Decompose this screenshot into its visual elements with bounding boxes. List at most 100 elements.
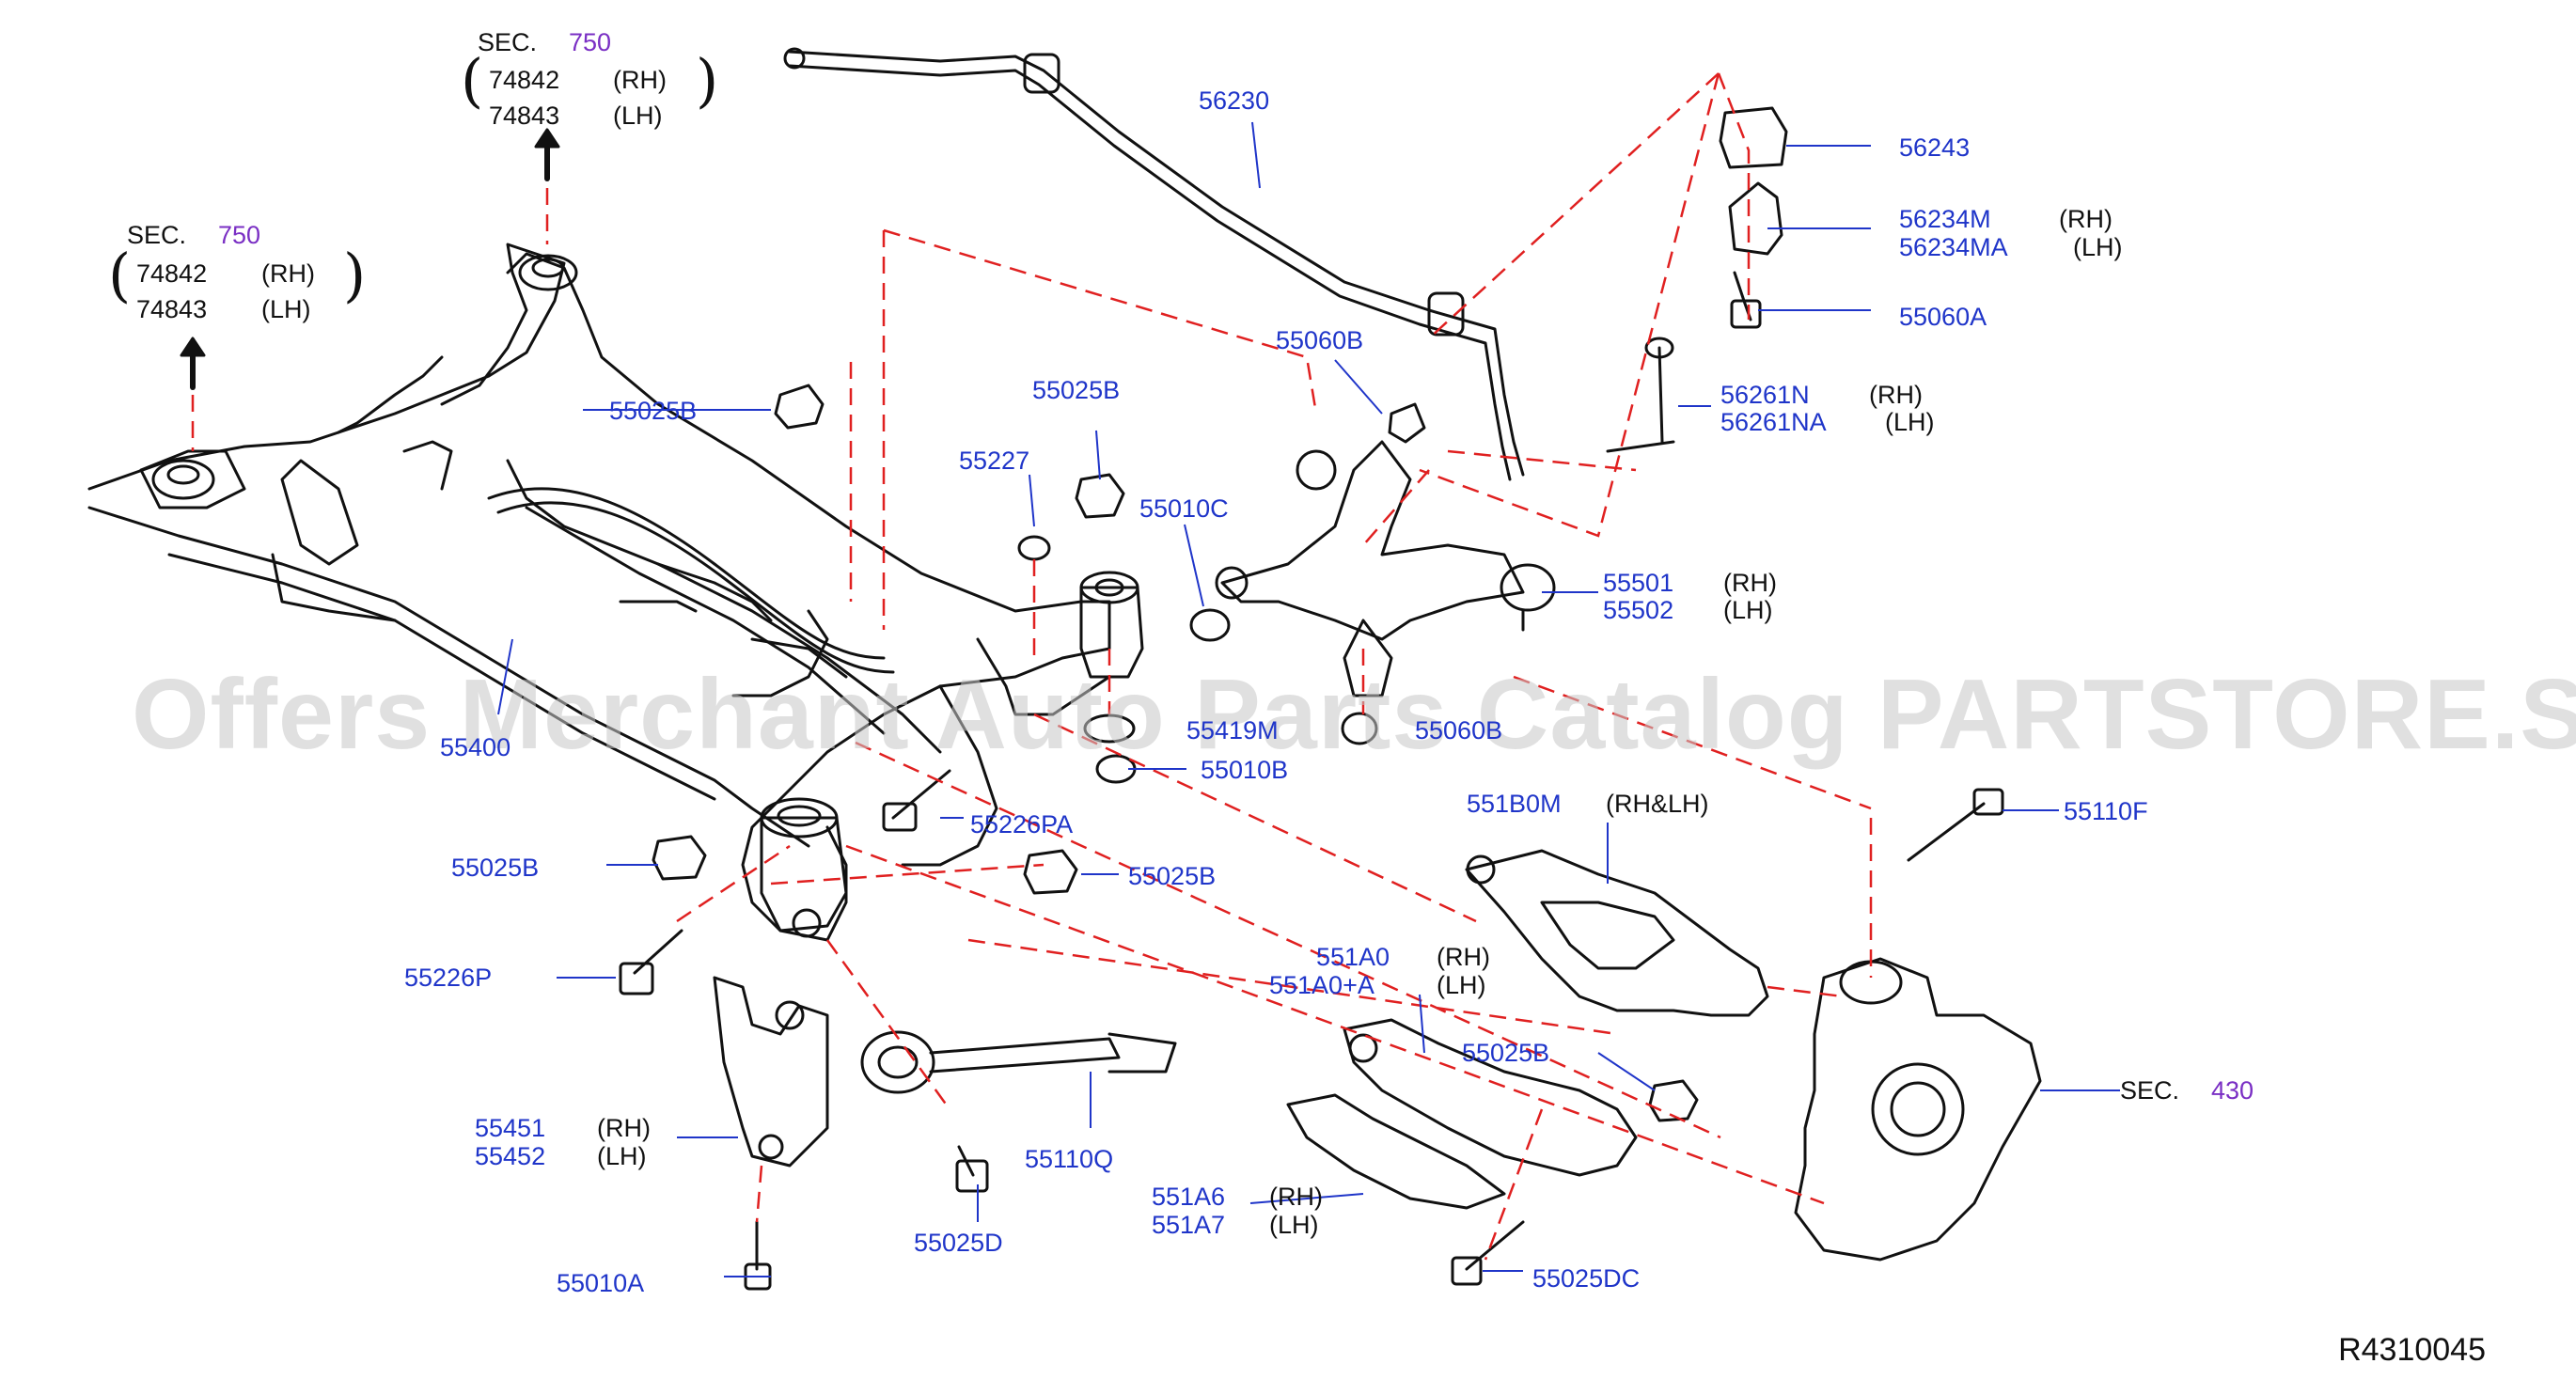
alignment-lines [191, 72, 1873, 1261]
paren-open: ( [461, 46, 484, 115]
part-label-55010B[interactable]: 55010B [1201, 756, 1289, 784]
bolt-55226PA [882, 769, 951, 832]
part-number[interactable]: 74842 [489, 66, 560, 94]
part-label-55060B[interactable]: 55060B [1276, 326, 1364, 354]
paren-open: ( [108, 241, 132, 309]
part-label-55025B[interactable]: 55025B [1032, 376, 1121, 404]
side-label: (RH) [261, 259, 315, 288]
side-label: (RH) [1869, 381, 1923, 409]
part-label-56234MA[interactable]: 56234MA [1899, 233, 2008, 261]
subframe-mount-right [1079, 571, 1144, 744]
side-label: (LH) [1269, 1211, 1319, 1239]
bushing-56243 [1719, 106, 1788, 169]
side-label: (LH) [1885, 408, 1935, 436]
part-label-55025B[interactable]: 55025B [1128, 862, 1217, 890]
sec-number[interactable]: 750 [218, 221, 261, 249]
part-label-55025D[interactable]: 55025D [914, 1229, 1003, 1257]
side-label: (RH) [1269, 1183, 1323, 1211]
side-label: (RH) [1437, 943, 1490, 971]
bolt-55110F [1907, 788, 2004, 862]
bolt-55025D [955, 1145, 989, 1193]
side-label: (RH) [613, 66, 667, 94]
part-number[interactable]: 74842 [136, 259, 208, 288]
part-label-55025B[interactable]: 55025B [1462, 1039, 1550, 1067]
part-label-55419M[interactable]: 55419M [1186, 716, 1279, 745]
bolt-55025DC [1451, 1220, 1525, 1286]
stabilizer-bar [783, 47, 1525, 481]
part-label-56230[interactable]: 56230 [1199, 86, 1270, 115]
subframe-mount-rear-left [518, 254, 578, 291]
part-label-55227[interactable]: 55227 [959, 447, 1030, 475]
arrow-up-icon [534, 128, 560, 181]
bolt-55226P [619, 929, 683, 995]
sec-number[interactable]: 430 [2211, 1076, 2254, 1105]
subframe [87, 243, 1111, 942]
sec-label: SEC. [478, 28, 538, 56]
bolt-55060A [1730, 271, 1762, 329]
part-label-55110F[interactable]: 55110F [2064, 797, 2148, 825]
part-number[interactable]: 74843 [136, 295, 208, 323]
side-label: (LH) [1723, 596, 1773, 624]
part-label-55060A[interactable]: 55060A [1899, 303, 1987, 331]
nut-55025B-c [1023, 849, 1078, 895]
part-label-55226PA[interactable]: 55226PA [970, 810, 1074, 839]
part-label-56234M[interactable]: 56234M [1899, 205, 1991, 233]
part-label-55110Q[interactable]: 55110Q [1025, 1145, 1114, 1173]
part-label-55010A[interactable]: 55010A [557, 1269, 645, 1297]
paren-close: ) [696, 46, 719, 115]
leader-lines [497, 121, 2120, 1277]
bracket-55451 [713, 976, 829, 1168]
side-label: (LH) [613, 102, 663, 130]
spring-seat [1286, 1093, 1506, 1210]
bolt-55010A [744, 1220, 772, 1291]
part-label-551A6[interactable]: 551A6 [1152, 1183, 1226, 1211]
nut-55025B-b [1075, 473, 1125, 519]
side-label: (LH) [1437, 971, 1486, 999]
upper-link [1215, 440, 1525, 698]
nut-55060B [1388, 402, 1426, 444]
arrow-up-icon [180, 337, 206, 390]
side-label: (LH) [261, 295, 311, 323]
part-label-551B0M[interactable]: 551B0M [1467, 790, 1562, 818]
part-label-55025DC[interactable]: 55025DC [1532, 1264, 1641, 1293]
washer-55010C [1189, 608, 1231, 642]
part-label-55060B[interactable]: 55060B [1415, 716, 1503, 745]
paren-close: ) [343, 241, 367, 309]
stabilizer-link [1606, 337, 1675, 453]
sec-label: SEC. [2120, 1076, 2180, 1105]
part-label-55452[interactable]: 55452 [475, 1142, 546, 1170]
part-label-55502[interactable]: 55502 [1603, 596, 1674, 624]
side-label: (RH) [597, 1114, 651, 1142]
washer-55227 [1017, 535, 1051, 561]
part-label-551A0[interactable]: 551A0 [1316, 943, 1390, 971]
part-label-55400[interactable]: 55400 [440, 733, 511, 761]
part-label-551A0A[interactable]: 551A0+A [1269, 971, 1374, 999]
part-label-56261NA[interactable]: 56261NA [1720, 408, 1827, 436]
nut-55025B-d [652, 835, 707, 881]
side-label: (LH) [2073, 233, 2123, 261]
nut-55025B-e [1648, 1079, 1699, 1122]
part-label-55025B[interactable]: 55025B [451, 854, 540, 882]
part-label-55010C[interactable]: 55010C [1139, 494, 1229, 523]
part-label-55226P[interactable]: 55226P [404, 964, 493, 992]
sec-label: SEC. [127, 221, 187, 249]
part-label-55451[interactable]: 55451 [475, 1114, 546, 1142]
part-label-55501[interactable]: 55501 [1603, 569, 1674, 597]
washer-55060B [1341, 712, 1378, 745]
part-number[interactable]: 74843 [489, 102, 560, 130]
sec-number[interactable]: 750 [569, 28, 612, 56]
side-label: (RH) [2059, 205, 2113, 233]
diagram-code: R4310045 [2338, 1332, 2486, 1368]
part-label-56243[interactable]: 56243 [1899, 133, 1971, 162]
nut-55025B-a [774, 384, 825, 430]
knuckle [1794, 957, 2042, 1262]
subframe-mount-front-left [151, 459, 215, 500]
lower-arm-551B0M [1465, 849, 1769, 1017]
part-label-551A7[interactable]: 551A7 [1152, 1211, 1226, 1239]
lower-arm-551A0 [1343, 1018, 1638, 1177]
side-label: (RH&LH) [1606, 790, 1709, 818]
part-label-56261N[interactable]: 56261N [1720, 381, 1810, 409]
part-label-55025B[interactable]: 55025B [609, 397, 698, 425]
toe-link [860, 1030, 1177, 1094]
